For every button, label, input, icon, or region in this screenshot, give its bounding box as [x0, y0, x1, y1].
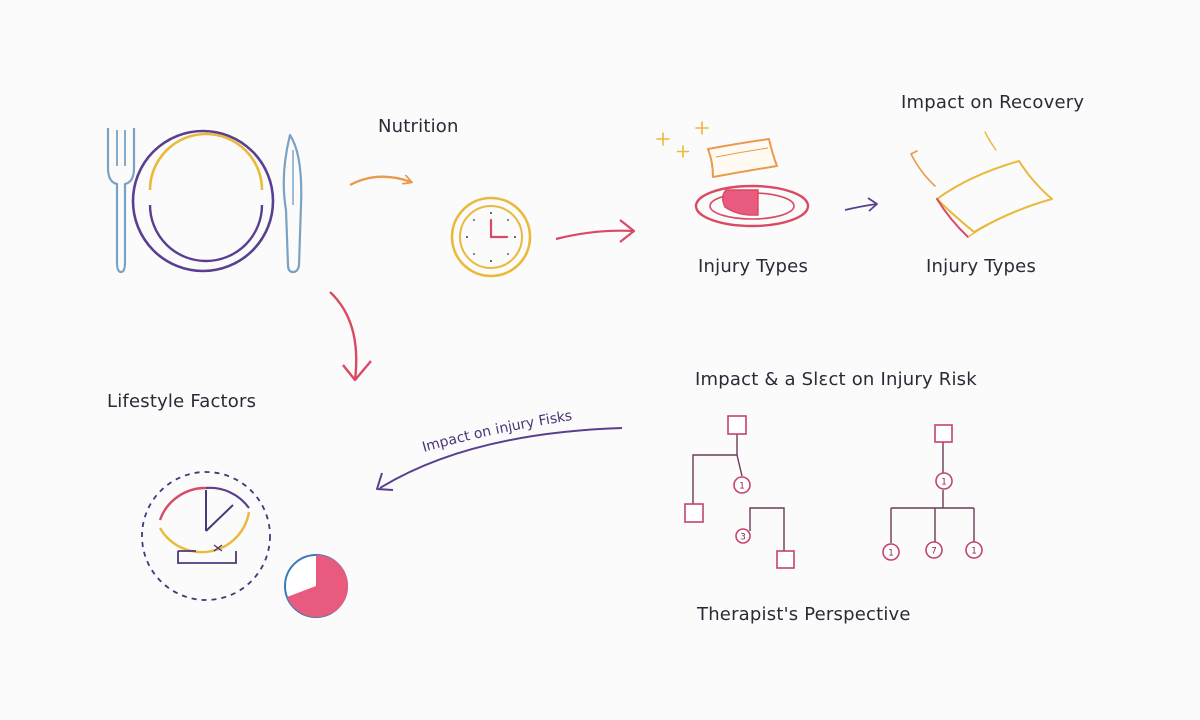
label-injury-types: Injury Types: [698, 256, 809, 277]
pie-icon: [284, 554, 349, 618]
knife-icon: [282, 133, 303, 274]
tree-diagram-icon: 1 1 7 1: [882, 424, 983, 561]
plate-icon: [131, 129, 275, 273]
pillow-icon: [707, 138, 778, 178]
sparkle-icon: [656, 121, 709, 158]
tree-node-label: 3: [740, 533, 746, 543]
tree-diagram-icon: 1 3: [684, 415, 795, 569]
label-therapists-perspective: Therapist's Perspective: [697, 604, 911, 625]
tree-node-label: 1: [888, 549, 894, 559]
arrow-injury-to-recovery: [844, 197, 878, 212]
curve-label: Impact on injury Fisks: [421, 408, 574, 456]
label-injury-types-2: Injury Types: [926, 256, 1037, 277]
label-impact-select-injury-risk: Impact & a Slɛct on Injury Risk: [695, 369, 977, 390]
arrow-injury-risk-to-lifestyle: Impact on injury Fisks: [376, 408, 623, 491]
pillow-icon: [910, 131, 1053, 238]
label-lifestyle-factors: Lifestyle Factors: [107, 391, 257, 412]
arrow-to-lifestyle: [329, 291, 372, 382]
tree-node-label: 1: [941, 478, 947, 488]
tree-node-label: 1: [971, 547, 977, 557]
pie-icon: [694, 184, 810, 228]
arrow-plate-to-clock: [349, 177, 411, 187]
clock-icon: [141, 471, 271, 601]
label-impact-on-recovery: Impact on Recovery: [901, 92, 1085, 113]
arrow-clock-to-injury: [555, 219, 636, 243]
fork-icon: [106, 128, 136, 274]
label-nutrition: Nutrition: [378, 116, 459, 137]
clock-icon: [450, 196, 532, 278]
tree-node-label: 7: [931, 547, 937, 557]
tree-node-label: 1: [739, 482, 745, 492]
